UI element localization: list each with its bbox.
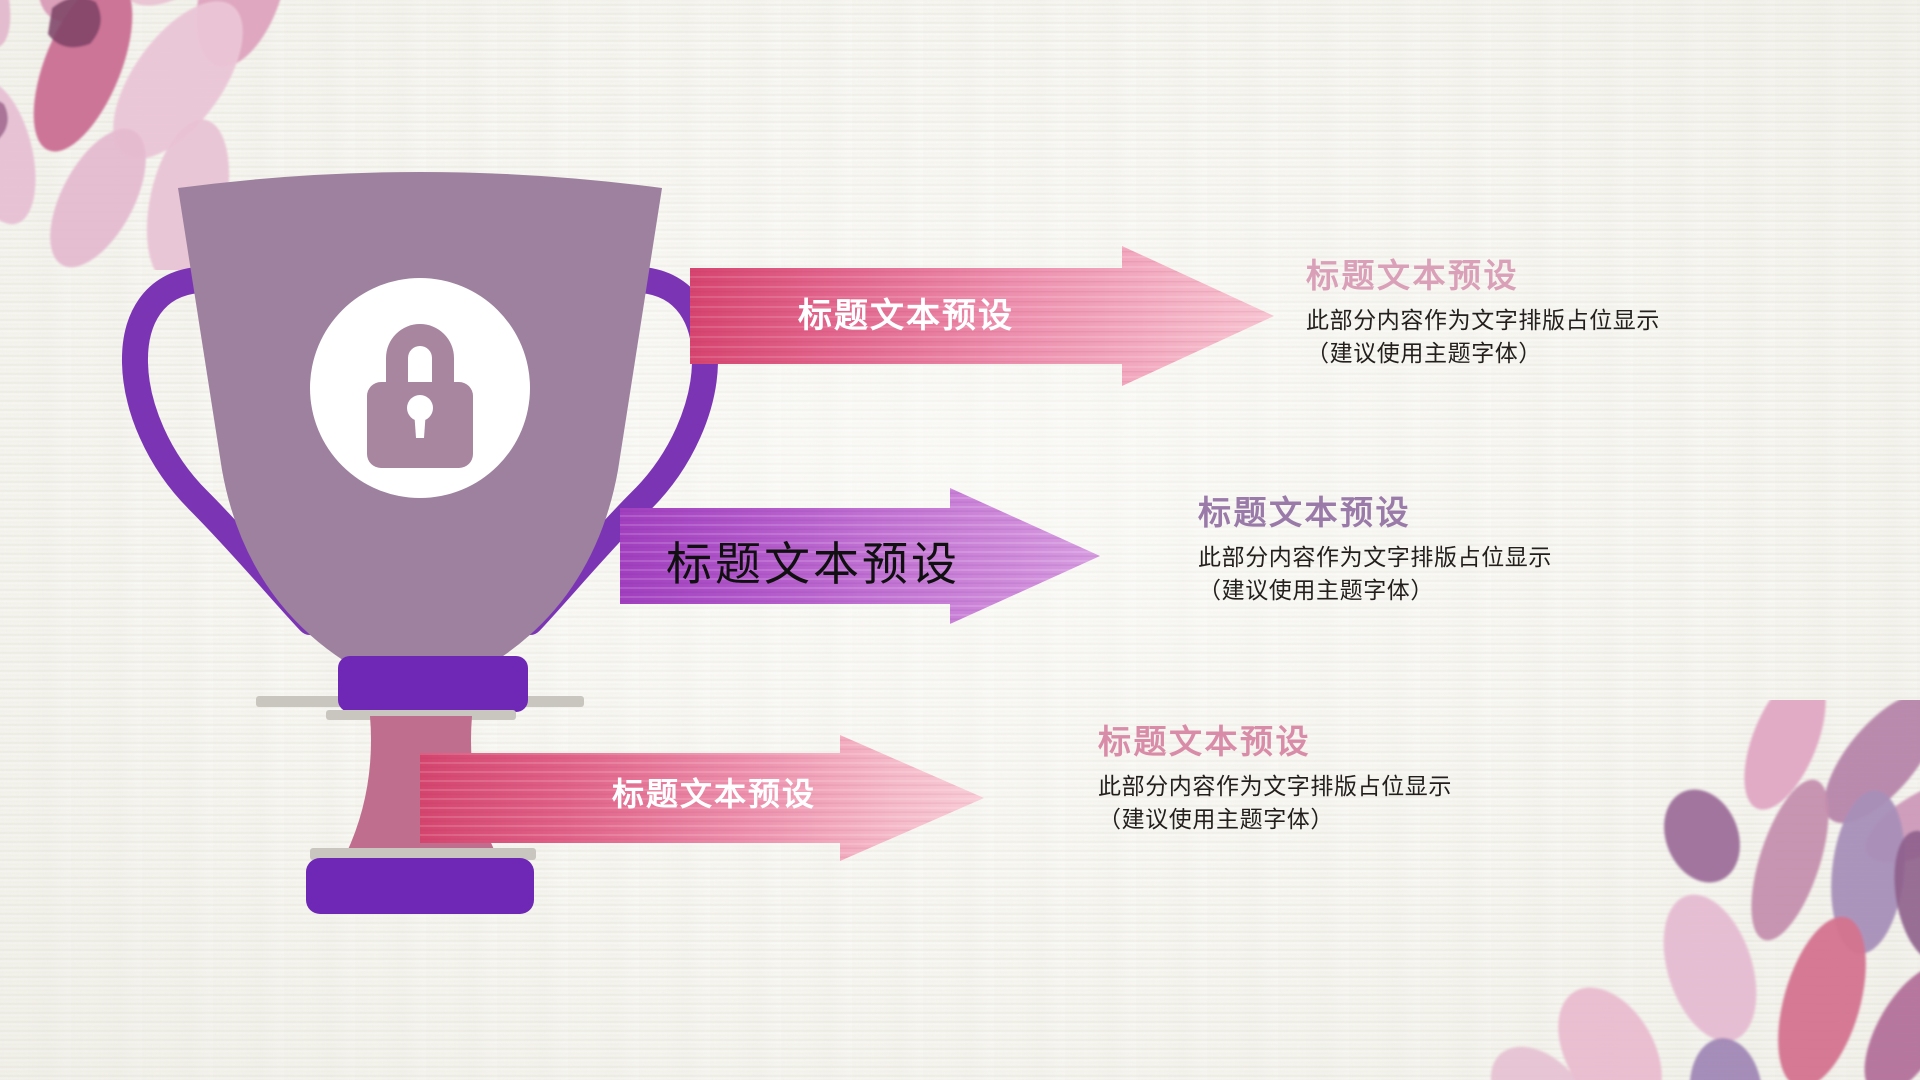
- trophy-collar: [338, 656, 528, 712]
- arrow-1-label: 标题文本预设: [798, 297, 1014, 335]
- content-block-1-body-line-1: 此部分内容作为文字排版占位显示: [1306, 307, 1660, 334]
- lock-icon: [367, 324, 473, 468]
- trophy-shadow-base: [310, 848, 536, 860]
- content-block-3-title: 标题文本预设: [1098, 723, 1311, 760]
- trophy-badge: [310, 278, 530, 498]
- content-block-3-body-line-1: 此部分内容作为文字排版占位显示: [1098, 773, 1452, 800]
- content-block-2-body-line-1: 此部分内容作为文字排版占位显示: [1198, 544, 1552, 571]
- arrow-2[interactable]: [620, 488, 1100, 624]
- arrow-3[interactable]: [420, 735, 984, 861]
- trophy-base: [306, 858, 534, 914]
- content-block-3: 标题文本预设 此部分内容作为文字排版占位显示 （建议使用主题字体）: [1098, 723, 1538, 836]
- content-block-2: 标题文本预设 此部分内容作为文字排版占位显示 （建议使用主题字体）: [1198, 494, 1638, 607]
- content-block-1-title: 标题文本预设: [1306, 257, 1519, 294]
- content-block-1-body-line-2: （建议使用主题字体）: [1306, 339, 1542, 366]
- arrow-2-label: 标题文本预设: [666, 538, 960, 590]
- content-block-2-body-line-2: （建议使用主题字体）: [1198, 576, 1434, 603]
- content-block-2-title: 标题文本预设: [1198, 494, 1411, 531]
- content-block-3-body-line-2: （建议使用主题字体）: [1098, 805, 1334, 832]
- content-block-1: 标题文本预设 此部分内容作为文字排版占位显示 （建议使用主题字体）: [1306, 257, 1746, 370]
- arrow-1[interactable]: [690, 246, 1274, 386]
- arrow-3-label: 标题文本预设: [612, 776, 817, 812]
